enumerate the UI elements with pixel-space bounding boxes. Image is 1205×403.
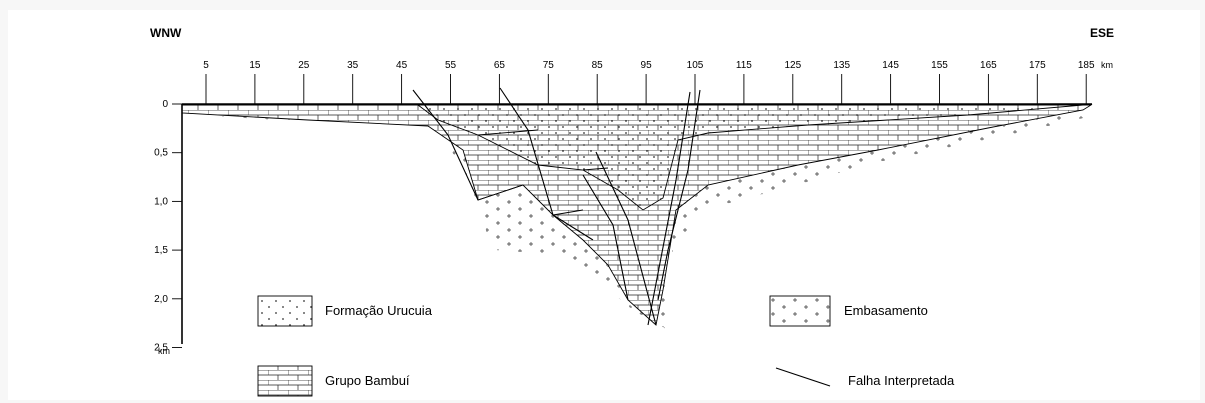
legend: Formação Urucuia Embasamento Grupo Bambu… <box>257 295 955 397</box>
fault-line-6 <box>582 174 629 301</box>
legend-label-embasamento: Embasamento <box>844 303 928 318</box>
depth-axis-unit: km <box>158 346 170 356</box>
orientation-right: ESE <box>1090 26 1114 40</box>
distance-tick-label: 185 <box>1078 60 1095 71</box>
depth-axis: 0 0,5 1,0 1,5 2,0 2,5 km <box>154 99 183 356</box>
depth-tick-label: 0 <box>162 99 168 110</box>
distance-tick-label: 25 <box>298 60 310 71</box>
geology-layers <box>181 104 1093 330</box>
fault-line-2 <box>499 87 594 241</box>
legend-item-falha: Falha Interpretada <box>775 367 955 388</box>
distance-tick-label: 5 <box>203 60 209 71</box>
legend-swatch-urucuia <box>257 295 313 327</box>
distance-axis-unit: km <box>1101 60 1113 70</box>
distance-tick-label: 65 <box>494 60 506 71</box>
depth-tick-label: 2,5 <box>154 343 168 354</box>
legend-swatch-bambui <box>257 365 313 397</box>
cross-section-panel: WNW ESE <box>8 10 1200 400</box>
fault-line-1 <box>412 89 479 201</box>
legend-swatch-falha <box>775 367 831 387</box>
distance-tick-label: 175 <box>1029 60 1046 71</box>
legend-item-bambui: Grupo Bambuí <box>257 365 410 397</box>
distance-tick-label: 55 <box>445 60 457 71</box>
distance-tick-label: 155 <box>931 60 948 71</box>
orientation-left: WNW <box>150 26 182 40</box>
distance-axis: 5 15 25 35 45 55 65 75 85 95 105 115 125 135 145 155 165… <box>182 60 1113 105</box>
distance-tick-label: 125 <box>784 60 801 71</box>
distance-tick-label: 165 <box>980 60 997 71</box>
depth-ticks: 0 0,5 1,0 1,5 2,0 2,5 <box>154 99 182 354</box>
faults <box>412 87 701 326</box>
geologic-cross-section: WNW ESE <box>150 26 1114 397</box>
fault-line-5 <box>657 89 701 301</box>
legend-label-urucuia: Formação Urucuia <box>325 303 433 318</box>
fault-line-3 <box>595 151 657 326</box>
depth-tick-label: 2,0 <box>154 294 168 305</box>
legend-item-embasamento: Embasamento <box>769 295 928 327</box>
bambui-contact-1 <box>477 129 609 216</box>
distance-tick-label: 115 <box>736 60 752 71</box>
fault-line-4 <box>647 91 691 326</box>
legend-label-bambui: Grupo Bambuí <box>325 373 410 388</box>
distance-tick-label: 135 <box>833 60 850 71</box>
distance-tick-label: 85 <box>592 60 604 71</box>
distance-tick-label: 35 <box>347 60 359 71</box>
distance-tick-label: 15 <box>249 60 261 71</box>
legend-swatch-embasamento <box>769 295 831 327</box>
distance-tick-label: 145 <box>882 60 899 71</box>
distance-ticks: 5 15 25 35 45 55 65 75 85 95 105 115 125 135 145 155 165… <box>203 60 1095 104</box>
depth-tick-label: 1,5 <box>154 245 168 256</box>
distance-tick-label: 105 <box>687 60 704 71</box>
distance-tick-label: 45 <box>396 60 408 71</box>
depth-tick-label: 1,0 <box>154 196 168 207</box>
legend-item-urucuia: Formação Urucuia <box>257 295 433 327</box>
legend-label-falha: Falha Interpretada <box>848 373 955 388</box>
distance-tick-label: 95 <box>641 60 653 71</box>
formacao-urucuia-layer <box>416 104 1084 211</box>
depth-tick-label: 0,5 <box>154 148 168 159</box>
distance-tick-label: 75 <box>543 60 555 71</box>
